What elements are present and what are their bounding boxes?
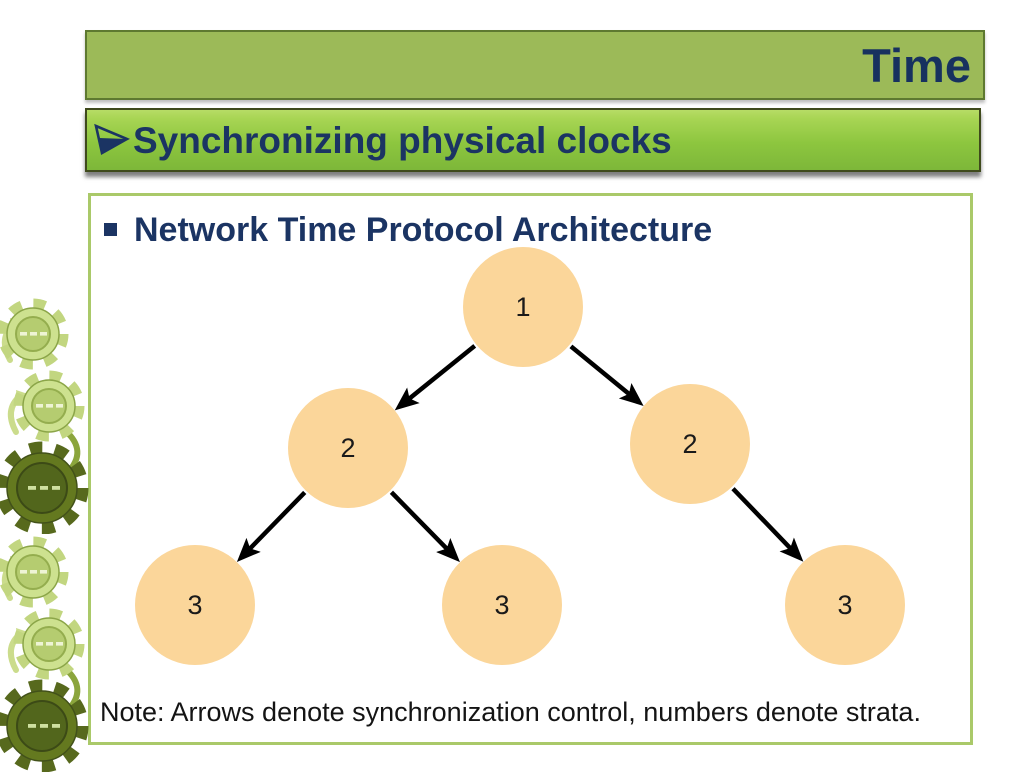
- gear-icon: [20, 615, 78, 673]
- square-bullet-icon: [104, 222, 117, 236]
- gear-icon: [4, 305, 62, 363]
- gear-cluster-bottom: [0, 534, 96, 772]
- arrowhead-bullet-icon: [94, 123, 130, 155]
- tree-node-right-child-stratum-2: 2: [630, 384, 750, 504]
- gear-icon: [20, 377, 78, 435]
- slide-subtitle: Synchronizing physical clocks: [133, 119, 672, 161]
- slide-subtitle-bar: Synchronizing physical clocks: [85, 108, 981, 172]
- heading-row: Network Time Protocol Architecture: [104, 210, 712, 251]
- gear-icon: [3, 449, 81, 527]
- gear-icon: [4, 543, 62, 601]
- tree-node-left-child-stratum-2: 2: [288, 388, 408, 508]
- tree-node-leaf-left-stratum-3: 3: [135, 545, 255, 665]
- gear-cluster-top: [0, 296, 96, 534]
- tree-node-leaf-middle-stratum-3: 3: [442, 545, 562, 665]
- tree-node-leaf-right-stratum-3: 3: [785, 545, 905, 665]
- gear-icon: [3, 687, 81, 765]
- content-heading: Network Time Protocol Architecture: [134, 211, 713, 249]
- note-text: Note: Arrows denote synchronization cont…: [100, 697, 921, 727]
- slide-title: Time: [862, 38, 971, 92]
- tree-node-root-stratum-1: 1: [463, 247, 583, 367]
- slide-title-bar: Time: [85, 30, 985, 100]
